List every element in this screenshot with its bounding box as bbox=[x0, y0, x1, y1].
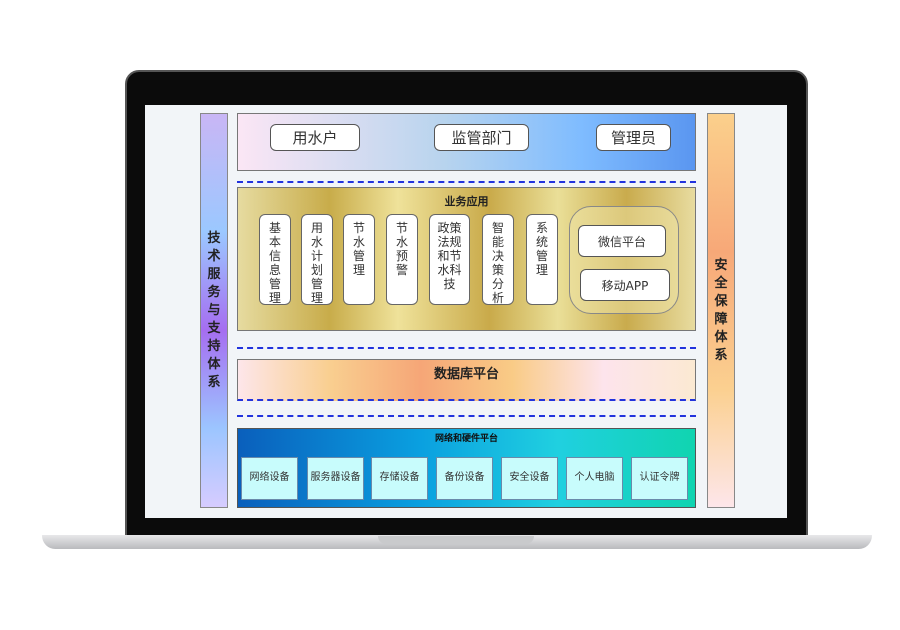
device-server: 服务器设备 bbox=[307, 457, 364, 500]
security-bar: 安全保障体系 bbox=[707, 113, 735, 508]
divider bbox=[237, 347, 696, 349]
laptop-notch bbox=[378, 536, 534, 544]
user-admin: 管理员 bbox=[596, 124, 671, 151]
channel-mobile-app: 移动APP bbox=[580, 269, 670, 301]
device-token: 认证令牌 bbox=[631, 457, 688, 500]
users-layer: 用水户 监管部门 管理员 bbox=[237, 113, 696, 171]
business-title: 业务应用 bbox=[444, 195, 489, 208]
user-regulator: 监管部门 bbox=[434, 124, 529, 151]
user-water-consumer: 用水户 bbox=[270, 124, 360, 151]
module-water-plan: 用水计划管理 bbox=[301, 214, 333, 305]
device-backup: 备份设备 bbox=[436, 457, 493, 500]
module-system: 系统管理 bbox=[526, 214, 558, 305]
tech-support-label: 技术服务与支持体系 bbox=[207, 230, 221, 390]
module-basic-info: 基本信息管理 bbox=[259, 214, 291, 305]
security-label: 安全保障体系 bbox=[714, 257, 728, 363]
device-network: 网络设备 bbox=[241, 457, 298, 500]
device-security: 安全设备 bbox=[501, 457, 558, 500]
tech-support-bar: 技术服务与支持体系 bbox=[200, 113, 228, 508]
device-pc: 个人电脑 bbox=[566, 457, 623, 500]
module-decision: 智能决策分析 bbox=[482, 214, 514, 305]
divider bbox=[237, 181, 696, 183]
divider bbox=[237, 415, 696, 417]
module-water-saving: 节水管理 bbox=[343, 214, 375, 305]
database-title: 数据库平台 bbox=[433, 367, 499, 382]
module-warning: 节水预警 bbox=[386, 214, 418, 305]
network-layer: 网络和硬件平台 网络设备 服务器设备 存储设备 备份设备 安全设备 个人电脑 认… bbox=[237, 428, 696, 508]
business-layer: 业务应用 基本信息管理 用水计划管理 节水管理 节水预警 政策法规和节水科技 智… bbox=[237, 187, 696, 331]
device-storage: 存储设备 bbox=[371, 457, 428, 500]
module-policy: 政策法规和节水科技 bbox=[429, 214, 470, 305]
network-title: 网络和硬件平台 bbox=[434, 434, 498, 444]
channel-wechat: 微信平台 bbox=[578, 225, 666, 257]
database-layer: 数据库平台 bbox=[237, 359, 696, 401]
channel-group: 微信平台 移动APP bbox=[569, 206, 679, 314]
